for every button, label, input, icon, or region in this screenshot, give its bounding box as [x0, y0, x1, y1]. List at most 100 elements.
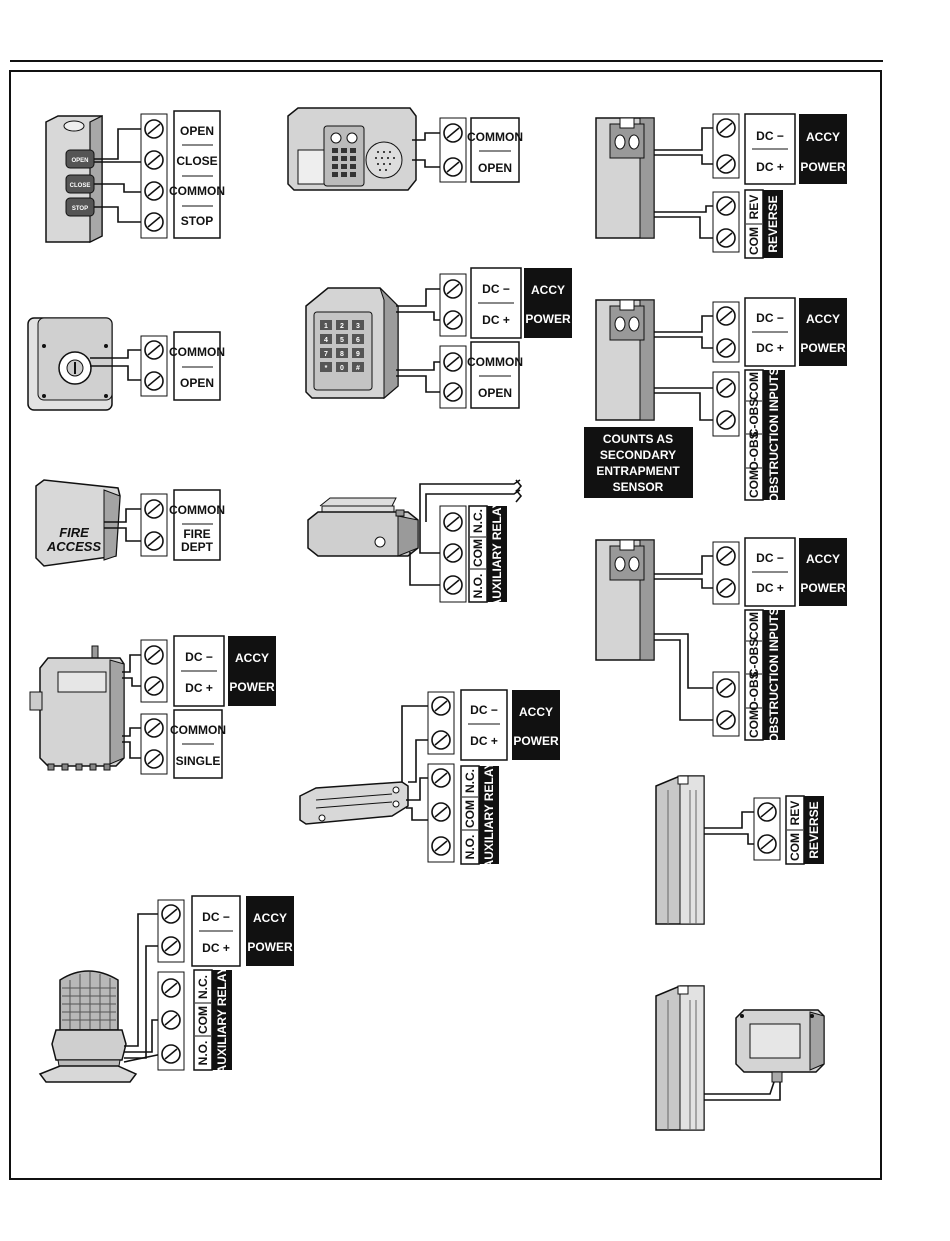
label-open: OPEN: [478, 161, 512, 175]
label-nc: N.C.: [463, 769, 477, 793]
label-accy: ACCY: [806, 130, 840, 144]
screw-terminal-icon: [716, 196, 736, 216]
label-power: POWER: [513, 734, 559, 748]
keypad-group: 1 2 3 4 5 6 7 8 9 * 0 # DC −: [305, 267, 572, 409]
maglock-accy-relay-group: DC − DC + ACCY POWER N.C. COM N.O. AUXIL…: [299, 689, 560, 868]
screw-terminal-icon: [716, 710, 736, 730]
obstruction-inputs-box: [763, 370, 785, 500]
key-switch-group: COMMON OPEN: [27, 317, 225, 411]
keypad-key-label: 3: [356, 323, 360, 330]
screw-terminal-icon: [144, 150, 164, 170]
photo-eye-icon: [595, 539, 655, 661]
keypad-key-label: #: [356, 365, 360, 372]
label-box: [470, 117, 520, 183]
telephone-entry-icon: [287, 107, 417, 191]
device-stop-label: STOP: [72, 206, 88, 212]
screw-terminal-icon: [144, 212, 164, 232]
screw-terminal-icon: [161, 1010, 181, 1030]
reverse-box: [804, 796, 824, 864]
label-rev: REV: [747, 195, 761, 220]
label-dc-plus: DC +: [202, 941, 230, 955]
screw-terminal-icon: [716, 306, 736, 326]
label-no: N.O.: [463, 835, 477, 860]
keypad-key-label: 0: [340, 365, 344, 372]
pushbutton-station-icon: OPEN CLOSE STOP: [45, 115, 103, 243]
label-common: COMMON: [467, 355, 523, 369]
fire-access-line-2: ACCESS: [46, 539, 102, 554]
fire-access-group: FIRE ACCESS COMMON FIRE DEPT: [35, 479, 225, 567]
label-common: COMMON: [467, 130, 523, 144]
label-nc: N.C.: [196, 975, 210, 999]
label-open: OPEN: [180, 124, 214, 138]
label-power: POWER: [800, 160, 846, 174]
reverse-box: [763, 190, 783, 258]
screw-terminal-icon: [443, 123, 463, 143]
screw-terminal-icon: [716, 338, 736, 358]
strobe-light-icon: [38, 970, 138, 1083]
label-power: POWER: [247, 940, 293, 954]
label-auxiliary-relay: AUXILIARY RELAY: [215, 967, 229, 1074]
label-box: [460, 689, 508, 761]
screw-terminal-icon: [161, 978, 181, 998]
label-com: COM: [747, 470, 761, 498]
diagram-frame: [9, 70, 882, 1180]
label-common: COMMON: [169, 184, 225, 198]
strobe-light-group: DC − DC + ACCY POWER N.C. COM N.O. AUXIL…: [38, 895, 294, 1083]
screw-terminal-icon: [431, 836, 451, 856]
screw-terminal-icon: [144, 499, 164, 519]
label-com: COM: [747, 612, 761, 640]
accy-power-box: [512, 690, 560, 760]
screw-terminal-icon: [443, 382, 463, 402]
label-dc-plus: DC +: [470, 734, 498, 748]
label-obstruction-inputs: OBSTRUCTION INPUTS: [767, 367, 781, 502]
keypad-key-label: 5: [340, 337, 344, 344]
label-accy: ACCY: [519, 705, 553, 719]
label-accy: ACCY: [806, 312, 840, 326]
label-dc-minus: DC −: [756, 311, 784, 325]
label-dc-minus: DC −: [756, 551, 784, 565]
screw-terminal-icon: [144, 676, 164, 696]
keypad-key-label: 4: [324, 337, 328, 344]
photo-eye-obstruction-group: DC − DC + ACCY POWER COM C-OBS O-OBS COM…: [584, 297, 847, 503]
label-close: CLOSE: [176, 154, 217, 168]
label-box: [470, 341, 520, 409]
label-dc-minus: DC −: [756, 129, 784, 143]
obstruction-inputs-box: [763, 610, 785, 740]
screw-terminal-icon: [716, 378, 736, 398]
label-stop: STOP: [181, 214, 213, 228]
screw-terminal-icon: [144, 181, 164, 201]
label-open: OPEN: [180, 376, 214, 390]
label-dc-plus: DC +: [756, 341, 784, 355]
wireless-edge-transmitter-icon: [735, 1009, 825, 1083]
edge-sensor-reverse-group: REV COM REVERSE: [655, 775, 824, 925]
photo-eye-reverse-group: DC − DC + ACCY POWER REV COM REVERSE: [595, 113, 847, 259]
label-com: COM: [196, 1006, 210, 1034]
label-rev: REV: [788, 801, 802, 826]
edge-sensor-post-icon: [655, 775, 705, 925]
label-dc-minus: DC −: [185, 650, 213, 664]
radio-receiver-group: DC − DC + ACCY POWER COMMON SINGLE: [29, 635, 276, 779]
label-box: [173, 331, 221, 401]
label-power: POWER: [800, 341, 846, 355]
label-c-obs: C-OBS: [747, 639, 761, 678]
fire-access-box-icon: FIRE ACCESS: [35, 479, 121, 567]
label-accy: ACCY: [531, 283, 565, 297]
label-nc: N.C.: [471, 509, 485, 533]
label-open: OPEN: [478, 386, 512, 400]
screw-terminal-icon: [144, 371, 164, 391]
secondary-sensor-note-box: [584, 427, 693, 498]
label-dc-minus: DC −: [482, 282, 510, 296]
radio-receiver-icon: [29, 645, 125, 771]
screw-terminal-icon: [161, 1044, 181, 1064]
label-dc-plus: DC +: [756, 160, 784, 174]
keypad-key-label: 9: [356, 351, 360, 358]
screw-terminal-icon: [716, 228, 736, 248]
label-com: COM: [747, 227, 761, 255]
keypad-key-label: 8: [340, 351, 344, 358]
note-line-3: ENTRAPMENT: [596, 464, 680, 478]
pushbutton-wires: [94, 128, 146, 223]
maglock-icon: [307, 497, 419, 557]
accy-power-box: [228, 636, 276, 706]
screw-terminal-icon: [443, 157, 463, 177]
